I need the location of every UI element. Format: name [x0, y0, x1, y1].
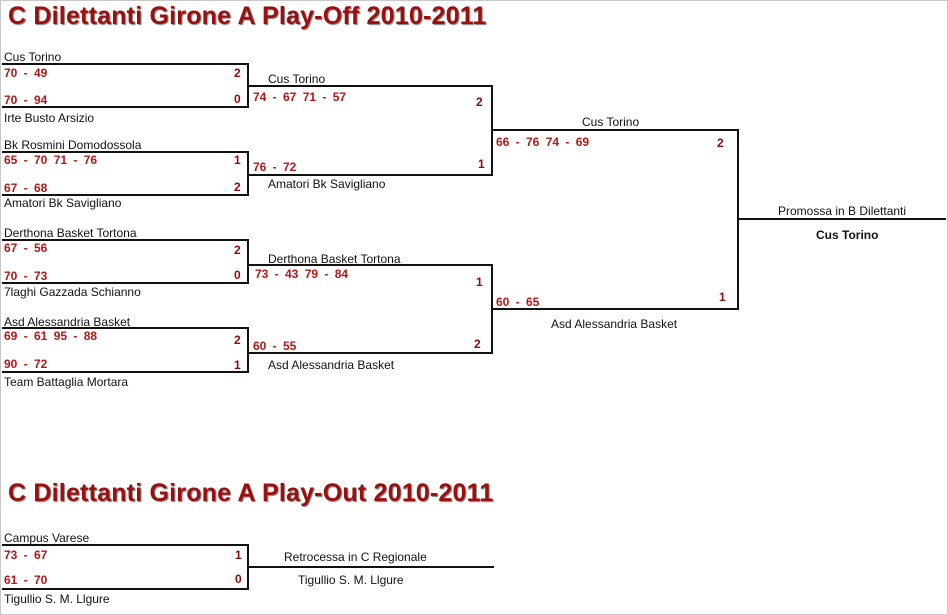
playout-top-wins: 1: [235, 548, 242, 562]
playout-bottom-wins: 0: [235, 572, 242, 586]
playoff-title: C Dilettanti Girone A Play-Off 2010-2011: [8, 2, 487, 30]
playoff-result-label: Promossa in B Dilettanti: [778, 204, 907, 218]
r1m4-top-wins: 2: [234, 333, 241, 347]
r2m1-bottom-line: [249, 174, 493, 176]
r1m4-top-line: [2, 327, 249, 329]
r1m2-bottom-line: [2, 194, 249, 196]
r1m2-top-team: Bk Rosmini Domodossola: [4, 138, 142, 152]
r1m1-bottom-wins: 0: [234, 92, 241, 106]
final-top-team: Cus Torino: [582, 115, 640, 129]
r1m1-top-line: [2, 63, 249, 65]
r2m1-bottom-score: 76 - 72: [253, 160, 297, 174]
r1m2-top-score: 65 - 70 71 - 76: [4, 153, 98, 167]
playout-top-team: Campus Varese: [4, 531, 90, 545]
playout-result-line: [249, 566, 494, 568]
r2m2-connector: [491, 264, 493, 354]
playoff-result-line: [739, 218, 946, 220]
r1m4-bottom-team: Team Battaglia Mortara: [4, 375, 129, 389]
r1m2-top-line: [2, 151, 249, 153]
r1m3-bottom-score: 70 - 73: [4, 269, 48, 283]
r2m1-top-line: [249, 85, 493, 87]
r2m1-bottom-wins: 1: [478, 157, 485, 171]
playout-top-score: 73 - 67: [4, 548, 48, 562]
r2m2-bottom-score: 60 - 55: [253, 339, 297, 353]
r1m4-bottom-score: 90 - 72: [4, 357, 48, 371]
playout-result-label: Retrocessa in C Regionale: [284, 550, 427, 564]
r1m4-bottom-line: [2, 371, 249, 373]
final-bottom-wins: 1: [719, 290, 726, 304]
r1m3-top-wins: 2: [234, 243, 241, 257]
r1m2-connector: [247, 151, 249, 196]
final-top-wins: 2: [717, 136, 724, 150]
r1m1-connector: [247, 63, 249, 108]
final-bottom-team: Asd Alessandria Basket: [551, 317, 678, 331]
r1m3-top-line: [2, 239, 249, 241]
r1m2-bottom-score: 67 - 68: [4, 181, 48, 195]
r2m2-bottom-wins: 2: [474, 337, 481, 351]
r2m2-top-line: [249, 264, 493, 266]
r1m4-top-team: Asd Alessandria Basket: [4, 315, 131, 329]
final-top-score: 66 - 76 74 - 69: [496, 135, 590, 149]
r2m2-top-team: Derthona Basket Tortona: [268, 252, 401, 266]
playout-top-line: [2, 544, 249, 546]
r1m3-connector: [247, 239, 249, 284]
playout-relegated: Tigullio S. M. Llgure: [298, 573, 404, 587]
final-connector: [737, 129, 739, 310]
r2m1-top-wins: 2: [476, 95, 483, 109]
r1m1-bottom-score: 70 - 94: [4, 93, 48, 107]
final-bottom-line: [493, 308, 739, 310]
r2m1-bottom-team: Amatori Bk Savigliano: [268, 177, 386, 191]
r1m4-top-score: 69 - 61 95 - 88: [4, 329, 98, 343]
final-top-line: [493, 129, 739, 131]
r1m1-bottom-team: Irte Busto Arsizio: [4, 111, 95, 125]
r1m1-top-score: 70 - 49: [4, 66, 48, 80]
r1m3-bottom-wins: 0: [234, 268, 241, 282]
playout-title: C Dilettanti Girone A Play-Out 2010-2011: [8, 479, 494, 507]
r1m3-top-team: Derthona Basket Tortona: [4, 226, 137, 240]
r1m3-bottom-team: 7laghi Gazzada Schianno: [4, 285, 141, 299]
playout-bottom-team: Tigullio S. M. Llgure: [4, 592, 110, 606]
r2m1-top-team: Cus Torino: [268, 72, 326, 86]
r1m2-bottom-wins: 2: [234, 180, 241, 194]
playout-connector: [247, 544, 249, 590]
r1m3-bottom-line: [2, 282, 249, 284]
r2m2-bottom-team: Asd Alessandria Basket: [268, 358, 395, 372]
r1m1-top-wins: 2: [234, 66, 241, 80]
r2m1-connector: [491, 85, 493, 176]
r2m2-top-wins: 1: [476, 275, 483, 289]
r1m2-bottom-team: Amatori Bk Savigliano: [4, 196, 122, 210]
playoff-winner: Cus Torino: [816, 228, 879, 242]
r2m2-bottom-line: [249, 352, 493, 354]
r1m1-bottom-line: [2, 106, 249, 108]
r1m4-connector: [247, 327, 249, 373]
r1m2-top-wins: 1: [234, 153, 241, 167]
final-bottom-score: 60 - 65: [496, 295, 540, 309]
r1m4-bottom-wins: 1: [234, 358, 241, 372]
r2m2-top-score: 73 - 43 79 - 84: [255, 267, 349, 281]
playout-bottom-score: 61 - 70: [4, 573, 48, 587]
playout-bottom-line: [2, 588, 249, 590]
r1m1-top-team: Cus Torino: [4, 50, 62, 64]
r1m3-top-score: 67 - 56: [4, 241, 48, 255]
r2m1-top-score: 74 - 67 71 - 57: [253, 90, 347, 104]
